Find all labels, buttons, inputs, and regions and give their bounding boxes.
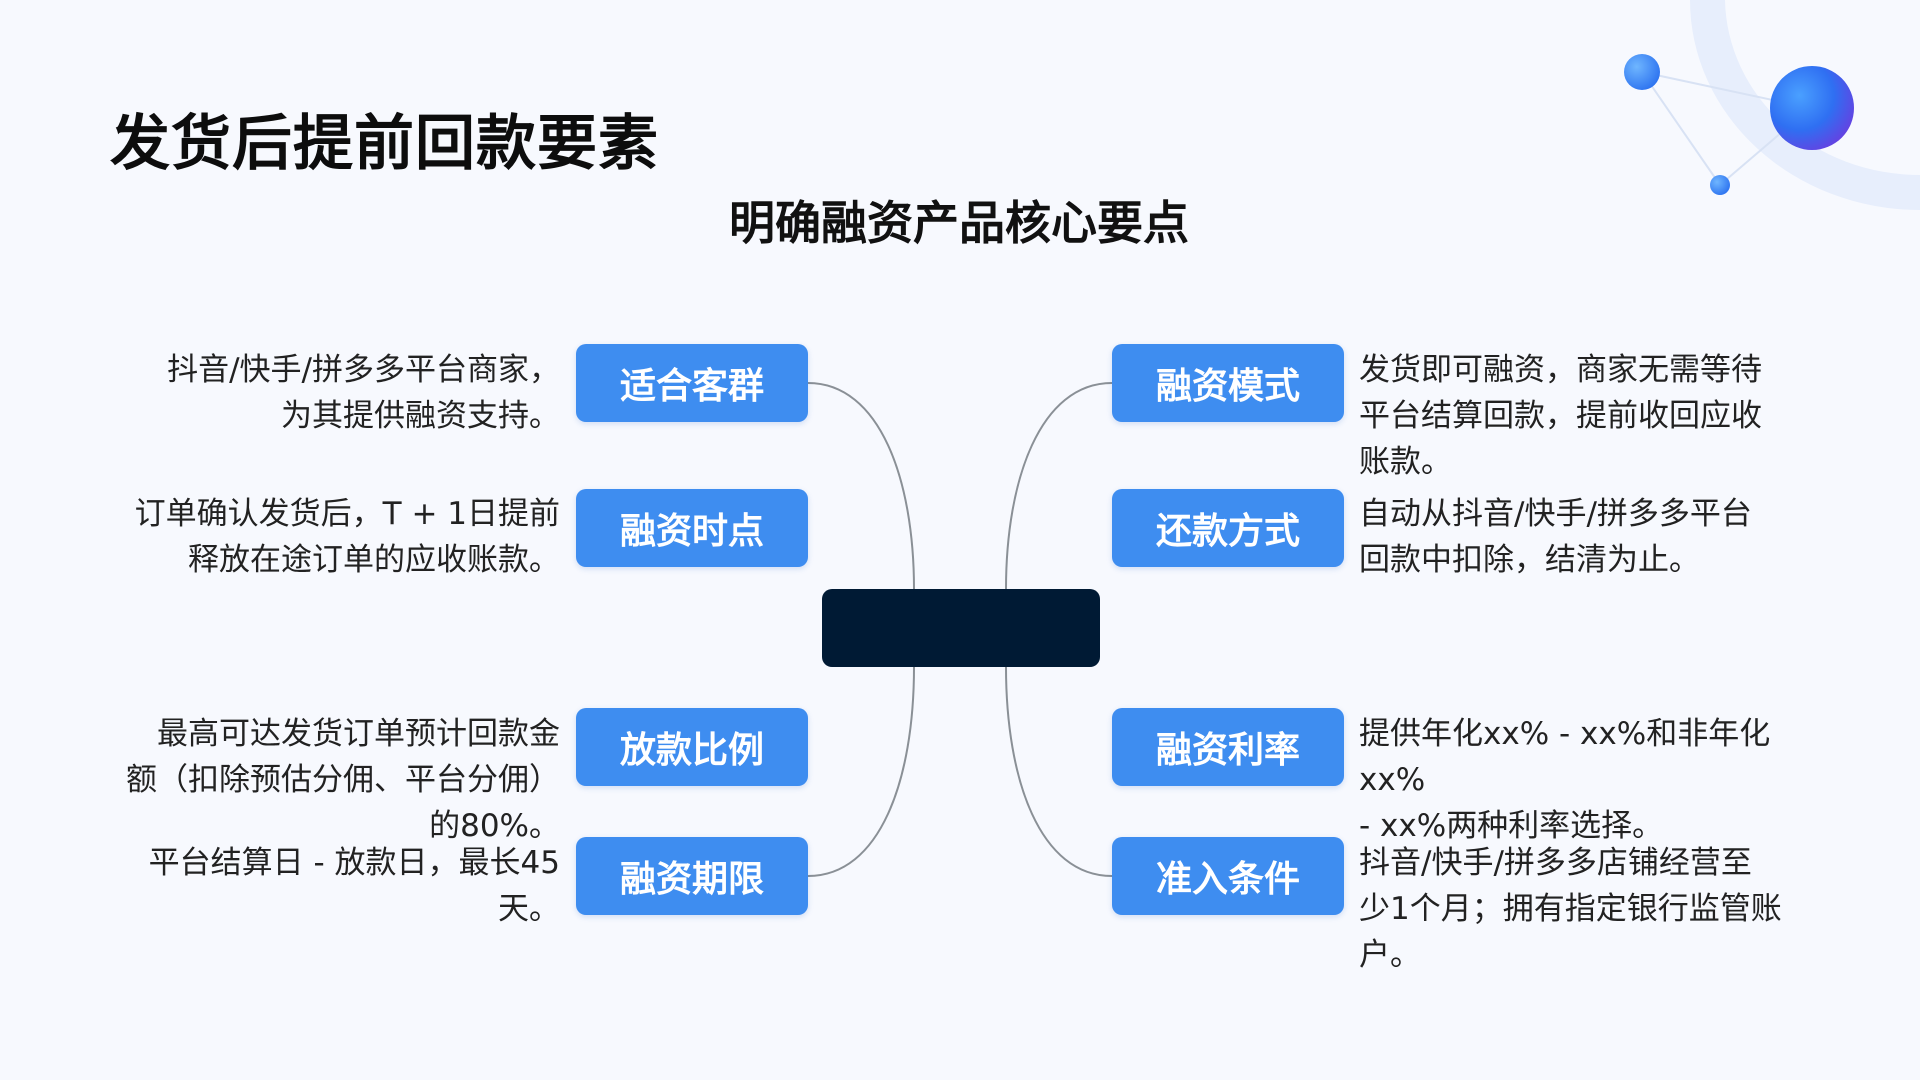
connector-line: [807, 382, 915, 590]
connector-line: [1005, 382, 1113, 590]
node-financing-timing: 融资时点: [576, 489, 808, 567]
node-financing-term: 融资期限: [576, 837, 808, 915]
node-loan-ratio: 放款比例: [576, 708, 808, 786]
node-financing-mode: 融资模式: [1112, 344, 1344, 422]
desc-financing-term: 平台结算日 - 放款日，最长45 天。: [148, 845, 560, 927]
central-node: [822, 589, 1100, 667]
page-title: 发货后提前回款要素: [110, 109, 659, 179]
desc-financing-timing: 订单确认发货后，T + 1日提前 释放在途订单的应收账款。: [134, 496, 560, 578]
desc-target-customers: 抖音/快手/拼多多平台商家， 为其提供融资支持。: [167, 352, 560, 434]
node-repayment-method: 还款方式: [1112, 489, 1344, 567]
desc-financing-mode: 发货即可融资，商家无需等待 平台结算回款，提前收回应收 账款。: [1359, 352, 1762, 480]
desc-loan-ratio: 最高可达发货订单预计回款金 额（扣除预估分佣、平台分佣） 的80%。: [126, 716, 560, 844]
node-financing-rate: 融资利率: [1112, 708, 1344, 786]
desc-admission-conditions: 抖音/快手/拼多多店铺经营至 少1个月；拥有指定银行监管账 户。: [1359, 845, 1782, 973]
node-target-customers: 适合客群: [576, 344, 808, 422]
diagram-subtitle: 明确融资产品核心要点: [729, 196, 1189, 250]
desc-repayment-method: 自动从抖音/快手/拼多多平台 回款中扣除，结清为止。: [1359, 496, 1752, 578]
node-admission-conditions: 准入条件: [1112, 837, 1344, 915]
connector-line: [807, 666, 915, 877]
desc-financing-rate: 提供年化xx% - xx%和非年化xx% - xx%两种利率选择。: [1359, 716, 1771, 844]
connector-line: [1005, 666, 1113, 877]
